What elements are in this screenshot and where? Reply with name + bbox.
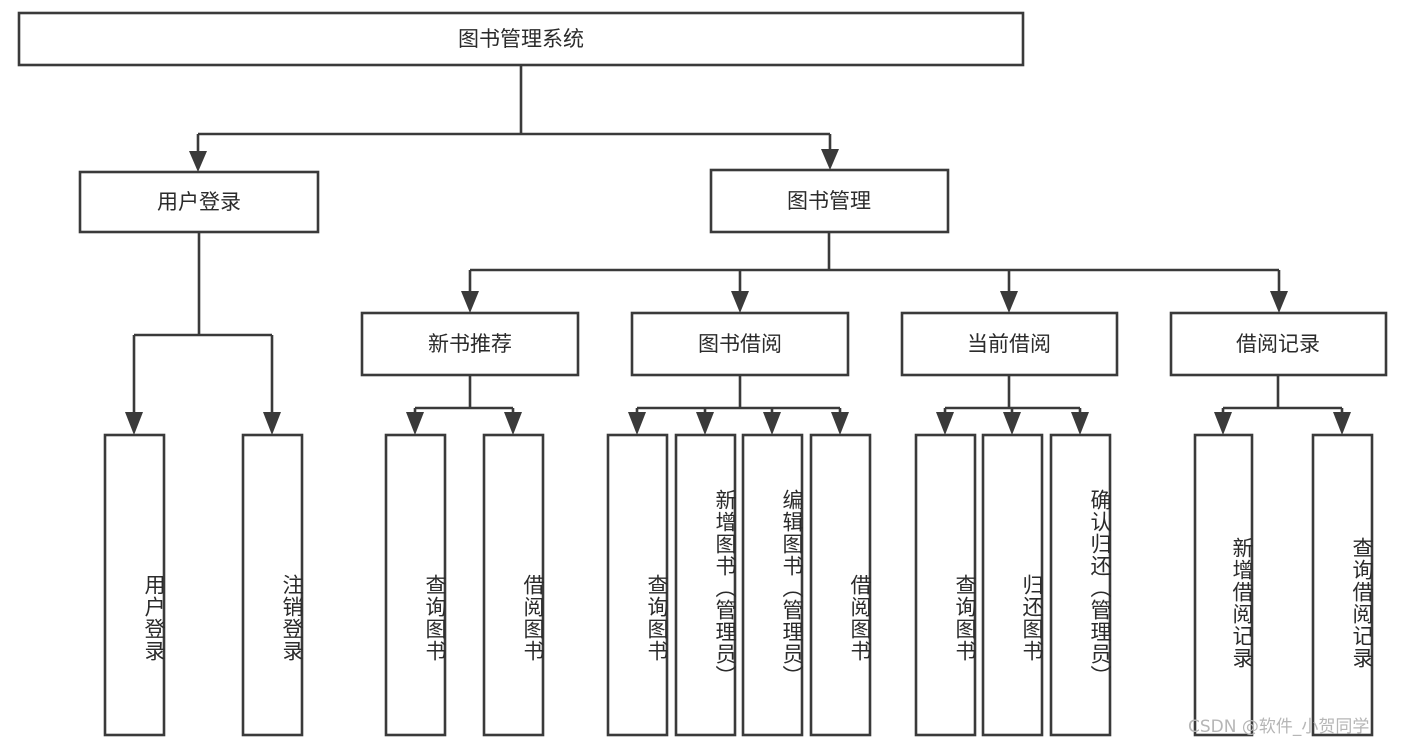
arrow-head-icon bbox=[821, 149, 839, 170]
node-current-borrow: 当前借阅 bbox=[900, 311, 1119, 377]
arrow-head-icon bbox=[189, 151, 207, 172]
node-label-root: 图书管理系统 bbox=[458, 27, 584, 51]
arrow-head-icon bbox=[1003, 412, 1021, 435]
connector-book-management-to-level3 bbox=[461, 232, 1288, 313]
leaf-box-query-book-borrow bbox=[606, 433, 669, 737]
node-borrow-record: 借阅记录 bbox=[1169, 311, 1388, 377]
node-label-current-borrow: 当前借阅 bbox=[967, 332, 1051, 356]
arrow-head-icon bbox=[263, 412, 281, 435]
csdn-watermark: CSDN @软件_小贺同学 bbox=[1188, 717, 1370, 737]
node-book-borrow: 图书借阅 bbox=[630, 311, 850, 377]
node-new-book-recommend: 新书推荐 bbox=[360, 311, 580, 377]
leaf-box-logout bbox=[241, 433, 304, 737]
leaf-box-add-book-admin bbox=[674, 433, 737, 737]
leaf-box-query-borrow-record bbox=[1311, 433, 1374, 737]
connector-new-book-recommend-to-leaves bbox=[406, 375, 522, 435]
arrow-head-icon bbox=[731, 291, 749, 313]
leaf-box-add-borrow-record bbox=[1193, 433, 1254, 737]
leaf-box-user-login bbox=[103, 433, 166, 737]
connector-current-borrow-to-leaves bbox=[936, 375, 1089, 435]
arrow-head-icon bbox=[1214, 412, 1232, 435]
node-label-book-management: 图书管理 bbox=[787, 189, 871, 213]
node-label-book-borrow: 图书借阅 bbox=[698, 332, 782, 356]
leaf-box-query-book-current bbox=[914, 433, 977, 737]
arrow-head-icon bbox=[1071, 412, 1089, 435]
leaf-box-group bbox=[103, 433, 1374, 737]
arrow-head-icon bbox=[504, 412, 522, 435]
node-user-login: 用户登录 bbox=[78, 170, 320, 234]
arrow-head-icon bbox=[696, 412, 714, 435]
leaf-box-edit-book-admin bbox=[741, 433, 804, 737]
connector-book-borrow-to-leaves bbox=[628, 375, 849, 435]
node-box-root bbox=[17, 11, 1025, 67]
arrow-head-icon bbox=[406, 412, 424, 435]
arrow-head-icon bbox=[461, 291, 479, 313]
node-box-new-book-recommend bbox=[360, 311, 580, 377]
leaf-box-borrow-book-rec bbox=[482, 433, 545, 737]
arrow-head-icon bbox=[936, 412, 954, 435]
arrow-head-icon bbox=[125, 412, 143, 435]
arrow-head-icon bbox=[763, 412, 781, 435]
connector-borrow-record-to-leaves bbox=[1214, 375, 1351, 435]
connector-root-to-level2 bbox=[189, 65, 839, 172]
arrow-head-icon bbox=[628, 412, 646, 435]
arrow-head-icon bbox=[1000, 291, 1018, 313]
connector-user-login-to-leaves bbox=[125, 232, 281, 435]
arrow-head-icon bbox=[831, 412, 849, 435]
node-root: 图书管理系统 bbox=[17, 11, 1025, 67]
arrow-head-icon bbox=[1270, 291, 1288, 313]
leaf-box-query-book-rec bbox=[384, 433, 447, 737]
leaf-box-confirm-return-admin bbox=[1049, 433, 1112, 737]
node-book-management: 图书管理 bbox=[709, 168, 950, 234]
node-box-current-borrow bbox=[900, 311, 1119, 377]
leaf-box-return-book bbox=[981, 433, 1044, 737]
node-label-user-login: 用户登录 bbox=[157, 190, 241, 214]
node-label-new-book-recommend: 新书推荐 bbox=[428, 332, 512, 356]
arrow-head-icon bbox=[1333, 412, 1351, 435]
leaf-box-borrow-book bbox=[809, 433, 872, 737]
node-label-borrow-record: 借阅记录 bbox=[1236, 332, 1320, 356]
node-box-user-login bbox=[78, 170, 320, 234]
